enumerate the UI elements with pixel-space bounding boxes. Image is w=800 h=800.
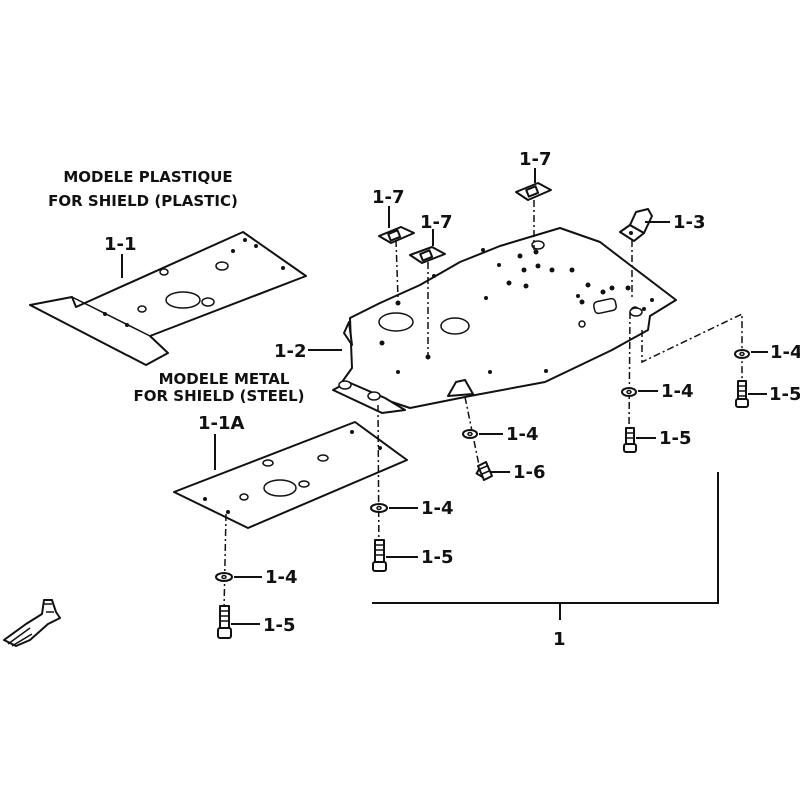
bolt-1-5-c bbox=[372, 539, 387, 572]
bracket-1-7-a bbox=[378, 226, 415, 244]
assembly-bracket bbox=[372, 472, 719, 620]
washer-1-4-r1 bbox=[734, 349, 750, 359]
callout-1-4-c: 1-4 bbox=[421, 498, 454, 519]
caption-metal-fr: MODELE METAL bbox=[159, 370, 290, 388]
callout-1-6: 1-6 bbox=[513, 462, 546, 483]
callout-1-5-c: 1-5 bbox=[421, 547, 454, 568]
bolt-1-6 bbox=[475, 461, 493, 481]
bolt-1-5-l bbox=[217, 605, 232, 639]
washer-1-4-mid bbox=[462, 429, 478, 439]
skid-plate bbox=[332, 227, 677, 414]
callout-1-5-r2: 1-5 bbox=[659, 428, 692, 449]
callout-1-1a: 1-1A bbox=[198, 413, 245, 434]
bracket-1-7-b bbox=[409, 246, 446, 264]
washer-1-4-r2 bbox=[621, 387, 637, 397]
callout-1-7-c: 1-7 bbox=[519, 149, 552, 170]
callout-1: 1 bbox=[553, 629, 566, 650]
bracket-1-7-c bbox=[515, 182, 552, 201]
bolt-1-5-r2 bbox=[623, 427, 637, 453]
bolt-1-5-r1 bbox=[735, 380, 749, 408]
caption-plastic-fr: MODELE PLASTIQUE bbox=[63, 168, 232, 186]
clip-1-3 bbox=[619, 208, 653, 242]
callout-1-4-l: 1-4 bbox=[265, 567, 298, 588]
callout-1-4-mid: 1-4 bbox=[506, 424, 539, 445]
callout-1-4-r2: 1-4 bbox=[661, 381, 694, 402]
callout-1-7-b: 1-7 bbox=[420, 212, 453, 233]
callout-1-5-r1: 1-5 bbox=[769, 384, 800, 405]
callout-1-5-l: 1-5 bbox=[263, 615, 296, 636]
caption-metal-en: FOR SHIELD (STEEL) bbox=[134, 387, 305, 405]
washer-1-4-l bbox=[215, 572, 233, 582]
callout-1-2: 1-2 bbox=[274, 341, 307, 362]
front-direction-arrow-icon bbox=[3, 599, 61, 647]
caption-plastic-en: FOR SHIELD (PLASTIC) bbox=[48, 192, 238, 210]
callout-1-1: 1-1 bbox=[104, 234, 137, 255]
callout-1-7-a: 1-7 bbox=[372, 187, 405, 208]
callout-1-3: 1-3 bbox=[673, 212, 706, 233]
plastic-shield bbox=[29, 231, 307, 366]
steel-shield bbox=[173, 421, 408, 529]
callout-1-4-r1: 1-4 bbox=[770, 342, 800, 363]
washer-1-4-c bbox=[370, 503, 388, 513]
